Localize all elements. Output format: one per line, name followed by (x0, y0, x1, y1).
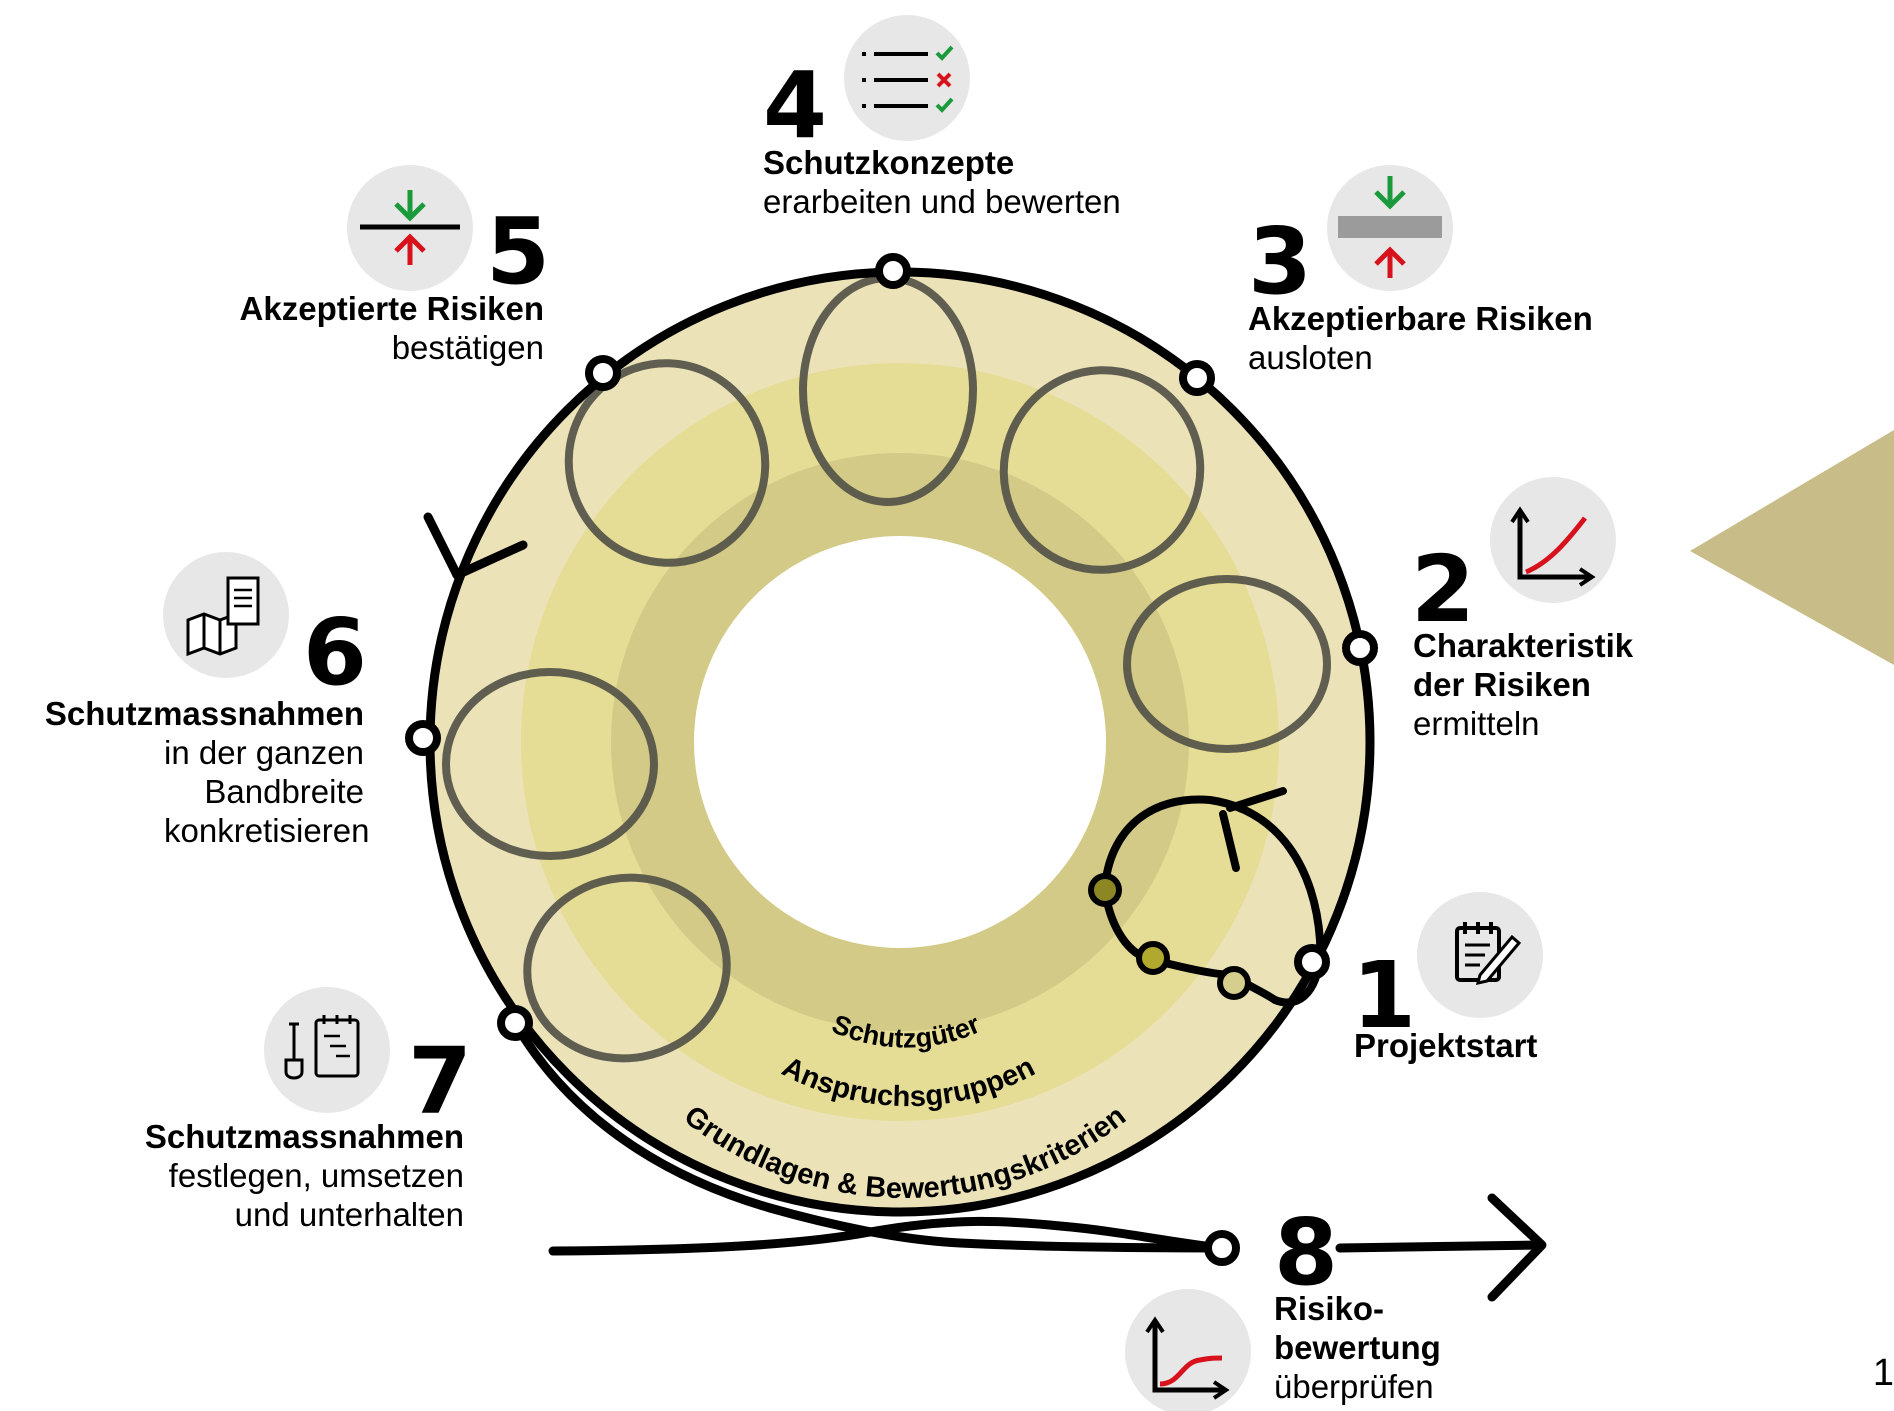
step-text: überprüfen (1274, 1368, 1434, 1405)
rising-curve-chart-icon (1490, 477, 1616, 603)
loop-petal (1123, 575, 1331, 753)
step-label-2: Charakteristik der Risiken ermitteln (1413, 626, 1683, 743)
start-loop-node (1217, 966, 1251, 1000)
shovel-plan-icon (264, 987, 390, 1113)
ring-center (694, 536, 1106, 948)
loop-petal (999, 366, 1205, 574)
step-number-1: 1 (1352, 942, 1416, 1049)
ring-diagram (434, 276, 1366, 1208)
step-text: bestätigen (391, 329, 544, 366)
step-node-2 (1342, 630, 1378, 666)
step-text: in der ganzen Bandbreite konkretisieren (164, 734, 370, 849)
step-title: Schutzmassnahmen (44, 695, 364, 732)
exit-arrow (510, 1018, 1547, 1302)
step-label-1: Projektstart (1354, 1026, 1537, 1065)
start-loop-node (1088, 873, 1122, 907)
step-node-5 (585, 355, 621, 391)
step-node-1 (1294, 944, 1330, 980)
step-text: erarbeiten und bewerten (763, 183, 1121, 220)
step-label-6: Schutzmassnahmen in der ganzen Bandbreit… (0, 694, 370, 850)
step-node-6 (405, 720, 441, 756)
s-curve-chart-icon (1125, 1289, 1251, 1411)
step-node-7 (497, 1005, 533, 1041)
step-title: Charakteristik der Risiken (1413, 627, 1634, 703)
step-title: Akzeptierbare Risiken (1248, 300, 1593, 337)
step-label-5: Akzeptierte Risiken bestätigen (240, 289, 544, 367)
page-number: 1 (1872, 1352, 1894, 1394)
step-title: Projektstart (1354, 1027, 1538, 1064)
notepad-pencil-icon (1417, 892, 1543, 1018)
step-nodes (405, 253, 1378, 1266)
step-title: Akzeptierte Risiken (239, 290, 544, 327)
step-label-7: Schutzmassnahmen festlegen, umsetzen und… (104, 1117, 464, 1234)
arrows-toward-band-icon (1327, 165, 1453, 291)
step-node-8 (1204, 1230, 1240, 1266)
step-node-4 (875, 253, 911, 289)
step-number-3: 3 (1248, 208, 1312, 315)
step-number-2: 2 (1411, 536, 1475, 643)
step-text: ausloten (1248, 339, 1373, 376)
loop-petal (442, 668, 658, 860)
step-title: Risiko-bewertung (1274, 1290, 1441, 1366)
step-label-3: Akzeptierbare Risiken ausloten (1248, 299, 1593, 377)
step-number-4: 4 (763, 52, 827, 159)
step-title: Schutzmassnahmen (144, 1118, 464, 1155)
step-number-6: 6 (303, 599, 367, 706)
side-arrow-shape (1690, 430, 1894, 665)
step-number-5: 5 (486, 198, 550, 305)
step-node-3 (1179, 360, 1215, 396)
step-text: ermitteln (1413, 705, 1540, 742)
direction-arrowhead (423, 512, 528, 580)
step-number-7: 7 (408, 1028, 472, 1135)
arrows-toward-line-icon (347, 165, 473, 291)
step-label-4: Schutzkonzepte erarbeiten und bewerten (763, 143, 1121, 221)
map-document-icon (163, 552, 289, 678)
checklist-icon (844, 15, 970, 141)
step-number-8: 8 (1274, 1199, 1338, 1306)
step-text: festlegen, umsetzen und unterhalten (168, 1157, 464, 1233)
start-loop-node (1136, 941, 1170, 975)
loop-petal (523, 873, 731, 1063)
step-label-8: Risiko-bewertung überprüfen (1274, 1289, 1474, 1406)
step-title: Schutzkonzepte (763, 144, 1015, 181)
loop-petal (564, 359, 770, 567)
